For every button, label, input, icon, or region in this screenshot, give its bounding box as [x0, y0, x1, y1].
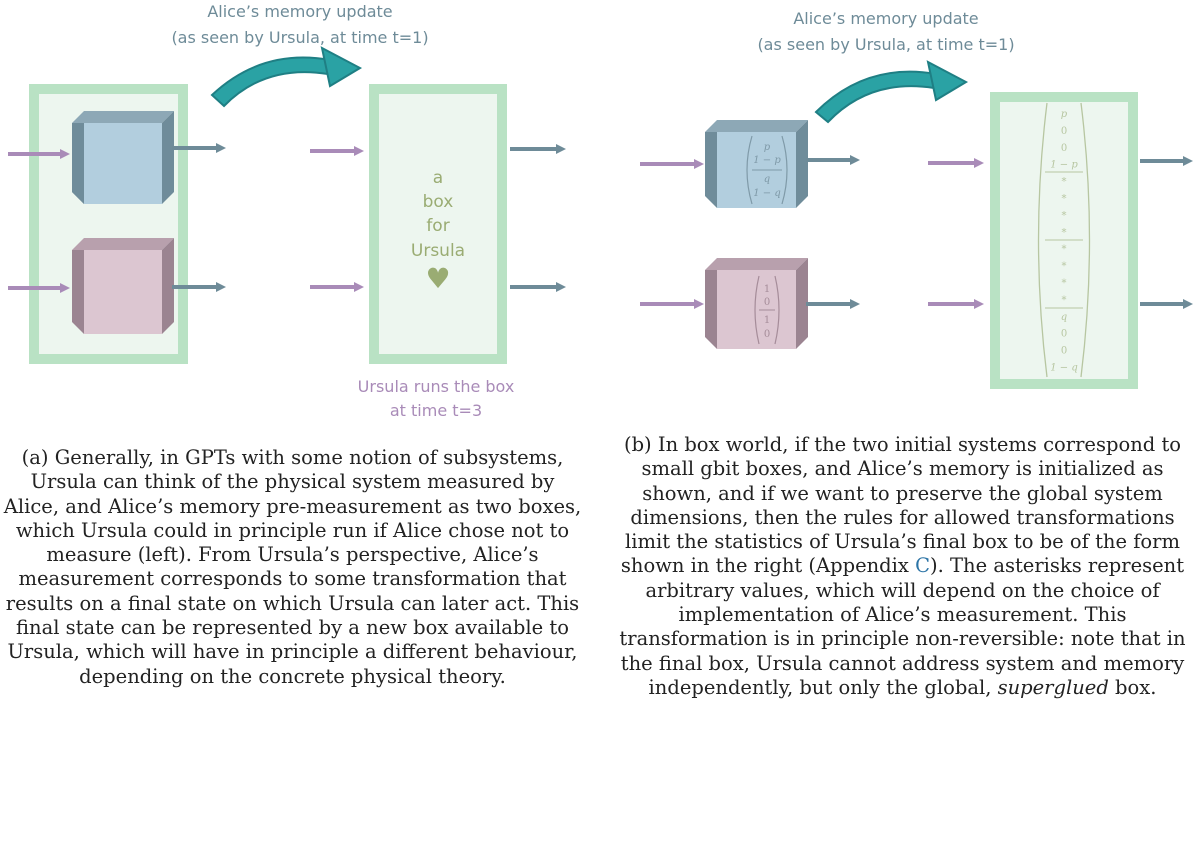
appendix-link[interactable]: C — [915, 554, 931, 578]
memory-update-arrow — [210, 46, 363, 108]
panel-a: Alice’s memory update (as seen by Ursula… — [8, 2, 566, 420]
pink-vector-1: 0 — [764, 297, 770, 308]
final-vector-entry: p — [1061, 109, 1068, 120]
memory-box-pink — [72, 238, 174, 334]
caption-a-text: (a) Generally, in GPTs with some notion … — [3, 446, 582, 688]
final-vector-entry: * — [1062, 244, 1067, 255]
final-vector-entry: 1 − q — [1050, 363, 1078, 374]
blue-vector-2: q — [764, 174, 770, 185]
pink-vector-3: 0 — [764, 329, 770, 340]
heart-icon: ♥ — [425, 262, 450, 295]
final-vector-entry: * — [1062, 295, 1067, 306]
caption-b: (b) In box world, if the two initial sys… — [606, 433, 1199, 700]
final-vector-entry: * — [1062, 210, 1067, 221]
ursula-box-text-1: a — [433, 168, 443, 188]
panel-a-footer-line1: Ursula runs the box — [358, 377, 515, 396]
panel-a-title-line2: (as seen by Ursula, at time t=1) — [171, 28, 428, 47]
gbit-box-pink: 1 0 1 0 — [705, 258, 808, 349]
memory-update-arrow-b — [814, 60, 969, 124]
blue-vector-3: 1 − q — [753, 188, 781, 199]
final-vector-entry: * — [1062, 278, 1067, 289]
caption-a: (a) Generally, in GPTs with some notion … — [0, 446, 585, 689]
panel-b: Alice’s memory update (as seen by Ursula… — [640, 9, 1193, 389]
final-vector-entry: * — [1062, 261, 1067, 272]
final-vector-entry: 0 — [1061, 126, 1067, 137]
panel-b-title-line2: (as seen by Ursula, at time t=1) — [757, 35, 1014, 54]
blue-vector-1: 1 − p — [753, 155, 781, 166]
final-vector-entry: 0 — [1061, 346, 1067, 357]
caption-b-pre: (b) In box world, if the two initial sys… — [620, 433, 1182, 578]
panel-a-title-line1: Alice’s memory update — [207, 2, 392, 21]
caption-b-emph: superglued — [997, 675, 1109, 699]
pink-vector-2: 1 — [764, 315, 770, 326]
ursula-box-text-4: Ursula — [411, 241, 465, 261]
panel-a-footer-line2: at time t=3 — [390, 401, 482, 420]
final-vector-entry: 1 − p — [1050, 160, 1078, 171]
final-vector-entry: q — [1061, 312, 1067, 323]
system-box-blue — [72, 111, 174, 204]
caption-b-mid: ). The asterisks represent arbitrary val… — [619, 554, 1186, 699]
blue-vector-0: p — [764, 142, 771, 153]
ursula-box-text-2: box — [423, 192, 454, 212]
final-vector-entry: 0 — [1061, 329, 1067, 340]
pink-vector-0: 1 — [764, 284, 770, 295]
caption-b-text: (b) In box world, if the two initial sys… — [606, 433, 1199, 700]
caption-b-post: box. — [1108, 675, 1157, 699]
final-vector-entry: 0 — [1061, 143, 1067, 154]
final-vector-entry: * — [1062, 177, 1067, 188]
ursula-box-text-3: for — [426, 216, 449, 236]
figure: Alice’s memory update (as seen by Ursula… — [8, 2, 1193, 420]
final-vector-entry: * — [1062, 227, 1067, 238]
final-vector-entry: * — [1062, 194, 1067, 205]
panel-b-title-line1: Alice’s memory update — [793, 9, 978, 28]
final-box-vector: p 0 0 1 − p * * * * * * * * q 0 0 1 − q — [1037, 102, 1091, 378]
ursula-box-frame — [369, 84, 507, 364]
gbit-box-blue: p 1 − p q 1 − q — [705, 120, 808, 208]
